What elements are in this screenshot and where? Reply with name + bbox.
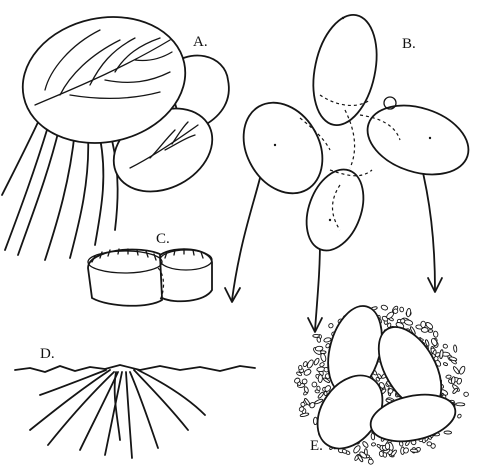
small-frond xyxy=(404,319,414,326)
panel-d-roots xyxy=(30,370,205,458)
small-frond xyxy=(318,375,323,383)
small-frond xyxy=(319,362,325,367)
small-frond xyxy=(428,330,433,333)
small-frond xyxy=(302,379,307,384)
small-frond xyxy=(342,449,348,454)
small-frond xyxy=(306,359,314,369)
small-frond xyxy=(457,414,462,419)
small-frond xyxy=(383,452,387,457)
label-b: B. xyxy=(402,36,416,52)
small-frond xyxy=(421,321,426,328)
panel-b-leaf-top xyxy=(304,9,386,131)
small-frond xyxy=(464,392,469,397)
small-frond xyxy=(371,442,375,446)
label-e: E. xyxy=(310,438,323,454)
small-frond xyxy=(328,323,334,329)
small-frond xyxy=(442,344,448,349)
label-c: C. xyxy=(156,231,170,247)
label-a: A. xyxy=(193,34,208,50)
small-frond xyxy=(385,443,390,450)
panel-b: B. xyxy=(225,9,477,332)
small-frond xyxy=(433,331,438,338)
panel-c: C. xyxy=(88,231,212,306)
small-frond xyxy=(368,458,375,465)
small-frond xyxy=(299,365,302,369)
small-frond xyxy=(320,353,327,362)
small-frond xyxy=(452,388,458,395)
label-d: D. xyxy=(40,346,55,362)
panel-d: D. xyxy=(15,346,255,458)
small-frond xyxy=(362,441,369,449)
panel-c-left-chamber xyxy=(88,249,162,305)
small-frond xyxy=(313,358,320,366)
small-frond xyxy=(453,345,457,353)
small-frond xyxy=(456,403,465,406)
panel-b-leaf-right xyxy=(359,93,477,186)
small-frond xyxy=(303,368,312,376)
small-frond xyxy=(324,391,327,395)
panel-e: E. xyxy=(294,300,469,465)
small-frond xyxy=(312,382,317,387)
small-frond xyxy=(381,304,389,311)
small-frond xyxy=(300,412,309,417)
small-frond xyxy=(315,390,320,394)
small-frond xyxy=(406,308,411,317)
small-frond xyxy=(385,311,394,320)
small-frond xyxy=(446,375,452,379)
panel-c-right-chamber xyxy=(160,249,212,301)
small-frond xyxy=(427,442,432,447)
small-frond xyxy=(315,346,323,351)
small-frond xyxy=(399,307,404,312)
small-frond xyxy=(410,449,418,453)
small-frond xyxy=(323,337,331,343)
small-frond xyxy=(444,431,452,434)
small-frond xyxy=(439,350,443,359)
small-frond xyxy=(443,362,448,366)
small-frond xyxy=(451,377,455,385)
panel-a: A. xyxy=(2,2,229,260)
small-frond xyxy=(452,366,460,375)
small-frond xyxy=(458,365,466,374)
